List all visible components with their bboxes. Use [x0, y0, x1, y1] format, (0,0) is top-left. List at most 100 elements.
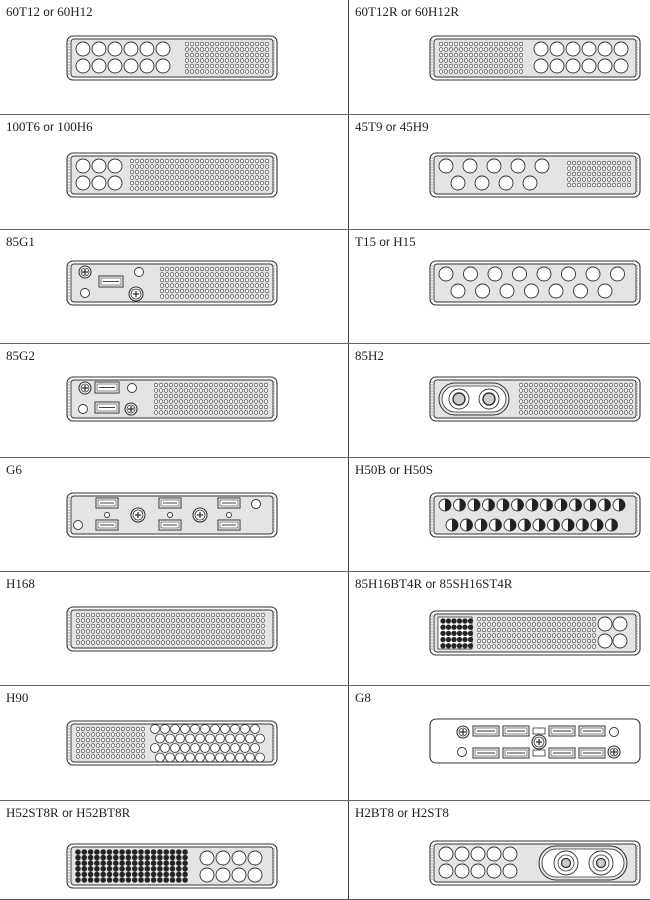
- signal-contact: [230, 612, 236, 618]
- signal-contact: [234, 186, 240, 191]
- signal-contact: [184, 169, 190, 175]
- signal-contact: [541, 616, 547, 622]
- signal-contact: [189, 277, 195, 283]
- signal-contact: [80, 743, 86, 748]
- signal-contact: [626, 166, 632, 171]
- signal-contact: [139, 169, 145, 175]
- signal-contact: [75, 743, 81, 748]
- signal-contact: [491, 644, 497, 649]
- signal-contact: [438, 63, 444, 69]
- signal-contact: [204, 180, 210, 186]
- signal-contact: [145, 629, 151, 634]
- signal-contact: [526, 638, 532, 644]
- signal-contact: [238, 388, 244, 393]
- signal-contact: [198, 410, 204, 415]
- signal-contact: [100, 732, 106, 737]
- signal-contact: [163, 860, 169, 867]
- signal-contact: [145, 623, 151, 629]
- signal-contact: [448, 69, 454, 74]
- signal-contact: [576, 166, 582, 171]
- signal-contact: [249, 63, 255, 69]
- signal-contact: [586, 638, 592, 644]
- signal-contact: [169, 294, 175, 299]
- signal-contact: [453, 58, 459, 63]
- signal-contact: [623, 393, 629, 399]
- signal-contact: [506, 638, 512, 644]
- signal-contact: [258, 393, 264, 399]
- signal-contact: [144, 175, 150, 180]
- signal-contact: [169, 871, 176, 878]
- signal-contact: [134, 175, 140, 180]
- signal-contact: [125, 865, 132, 872]
- signal-contact: [199, 52, 205, 58]
- signal-contact: [546, 644, 552, 649]
- signal-contact: [144, 860, 151, 867]
- signal-contact: [194, 266, 200, 272]
- signal-contact: [178, 382, 184, 388]
- contact-hole: [581, 58, 597, 74]
- signal-contact: [169, 865, 176, 872]
- signal-contact: [259, 180, 265, 186]
- signal-contact: [184, 180, 190, 186]
- signal-contact: [157, 871, 163, 878]
- signal-contact: [189, 169, 195, 175]
- signal-contact: [100, 877, 107, 883]
- contact-half-fill: [524, 519, 531, 531]
- signal-contact: [209, 277, 215, 283]
- signal-contact: [578, 399, 584, 404]
- signal-contact: [578, 388, 584, 393]
- signal-contact: [150, 849, 157, 855]
- signal-contact: [115, 748, 121, 754]
- signal-contact: [533, 404, 539, 410]
- signal-contact: [521, 644, 527, 649]
- signal-contact: [591, 644, 597, 649]
- signal-contact: [481, 644, 487, 649]
- contact-hole: [524, 283, 539, 299]
- signal-contact: [448, 58, 454, 63]
- signal-contact: [553, 388, 559, 393]
- signal-contact: [219, 272, 225, 277]
- signal-contact: [244, 47, 250, 52]
- signal-contact: [596, 166, 602, 171]
- signal-contact: [462, 636, 468, 643]
- signal-contact: [209, 69, 215, 74]
- signal-contact: [248, 410, 254, 415]
- contact-hole: [597, 616, 613, 632]
- signal-contact: [586, 182, 592, 188]
- signal-contact: [591, 633, 597, 638]
- signal-contact: [224, 169, 230, 175]
- signal-contact: [194, 277, 200, 283]
- contact-hole: [220, 724, 230, 734]
- connector-panel-85g1: [66, 260, 278, 306]
- signal-contact: [144, 164, 150, 169]
- signal-contact: [616, 166, 622, 171]
- contact-hole: [91, 58, 107, 74]
- signal-contact: [120, 640, 126, 645]
- signal-contact: [125, 754, 131, 759]
- signal-contact: [576, 177, 582, 182]
- signal-contact: [75, 732, 81, 737]
- signal-contact: [130, 726, 136, 732]
- signal-contact: [125, 748, 131, 754]
- signal-contact: [169, 854, 176, 861]
- signal-contact: [234, 266, 240, 272]
- signal-contact: [468, 58, 474, 63]
- signal-contact: [463, 58, 469, 63]
- signal-contact: [75, 737, 81, 743]
- signal-contact: [581, 633, 587, 638]
- contact-hole: [199, 867, 215, 883]
- signal-contact: [244, 283, 250, 288]
- signal-contact: [613, 399, 619, 404]
- signal-contact: [581, 627, 587, 633]
- signal-contact: [536, 627, 542, 633]
- signal-contact: [157, 860, 163, 867]
- signal-contact: [204, 164, 210, 169]
- signal-contact: [523, 399, 529, 404]
- cell-label: 60T12R or 60H12R: [355, 4, 460, 19]
- signal-contact: [462, 630, 468, 637]
- signal-contact: [576, 160, 582, 166]
- contact-half-fill: [561, 499, 567, 511]
- signal-contact: [223, 393, 229, 399]
- signal-contact: [588, 410, 594, 415]
- signal-contact: [100, 748, 106, 754]
